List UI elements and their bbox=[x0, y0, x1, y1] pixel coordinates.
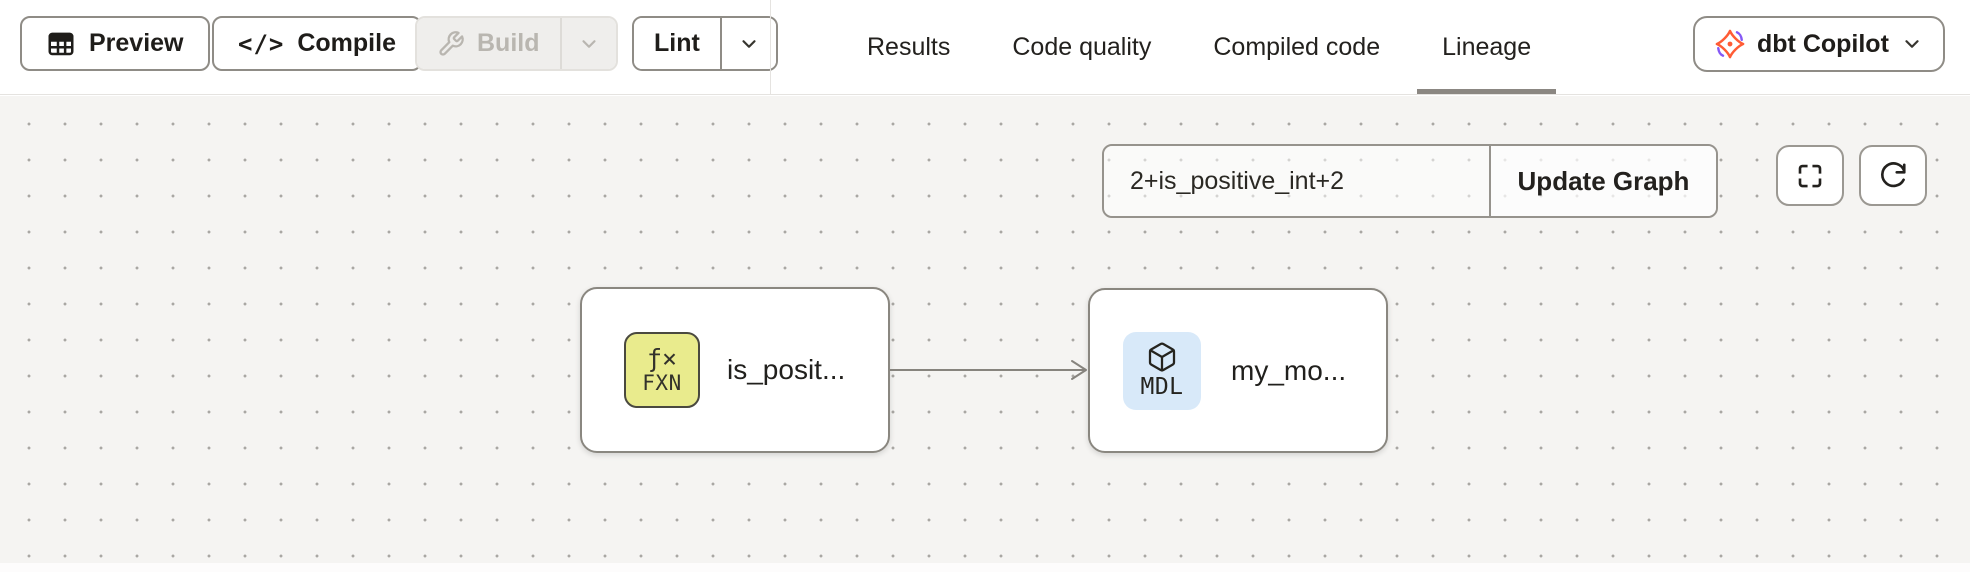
lineage-selector: Update Graph bbox=[1102, 144, 1718, 218]
compile-button[interactable]: </> Compile bbox=[212, 16, 422, 71]
refresh-button[interactable] bbox=[1859, 145, 1927, 206]
preview-button[interactable]: Preview bbox=[20, 16, 210, 71]
dbt-copilot-button[interactable]: dbt Copilot bbox=[1693, 16, 1945, 72]
cube-icon bbox=[1146, 341, 1178, 373]
function-badge-label: FXN bbox=[642, 371, 682, 396]
wrench-icon bbox=[437, 30, 465, 58]
canvas-bottom-fade bbox=[0, 563, 1970, 572]
lineage-node-function[interactable]: ƒ× FXN is_posit... bbox=[580, 287, 890, 453]
model-badge: MDL bbox=[1123, 331, 1201, 410]
chevron-down-icon bbox=[738, 33, 760, 55]
code-icon: </> bbox=[238, 29, 285, 58]
build-split-button: Build bbox=[415, 16, 618, 71]
lineage-edge-arrow bbox=[890, 360, 1087, 380]
node-label: is_posit... bbox=[727, 354, 846, 385]
tab-results[interactable]: Results bbox=[836, 0, 981, 94]
lint-split-button: Lint bbox=[632, 16, 778, 71]
fullscreen-button[interactable] bbox=[1776, 145, 1844, 206]
compile-button-label: Compile bbox=[297, 29, 396, 57]
lineage-canvas[interactable]: Update Graph ƒ× FXN is_posit... bbox=[0, 96, 1970, 572]
function-icon: ƒ× FXN bbox=[624, 332, 700, 408]
model-badge-label: MDL bbox=[1140, 374, 1184, 401]
lint-dropdown-button[interactable] bbox=[719, 18, 776, 69]
function-symbol: ƒ× bbox=[646, 343, 678, 373]
lint-button-label: Lint bbox=[654, 29, 700, 57]
build-dropdown-button[interactable] bbox=[559, 18, 616, 69]
dbt-logo-icon bbox=[1715, 29, 1745, 59]
tab-code-quality[interactable]: Code quality bbox=[981, 0, 1182, 94]
update-graph-button[interactable]: Update Graph bbox=[1489, 146, 1716, 216]
lineage-selector-input[interactable] bbox=[1104, 146, 1489, 216]
chevron-down-icon bbox=[578, 33, 600, 55]
build-button-label: Build bbox=[477, 29, 540, 57]
preview-button-label: Preview bbox=[89, 29, 184, 57]
header-divider bbox=[770, 0, 771, 94]
refresh-icon bbox=[1878, 161, 1908, 191]
tab-compiled-code[interactable]: Compiled code bbox=[1182, 0, 1411, 94]
result-tabs: Results Code quality Compiled code Linea… bbox=[836, 0, 1562, 94]
table-icon bbox=[46, 29, 76, 59]
lineage-node-model[interactable]: MDL my_mo... bbox=[1088, 288, 1388, 453]
tab-lineage[interactable]: Lineage bbox=[1411, 0, 1562, 94]
build-button[interactable]: Build bbox=[417, 18, 560, 69]
editor-header: Preview </> Compile Build Lint bbox=[0, 0, 1970, 95]
chevron-down-icon bbox=[1901, 33, 1923, 55]
dbt-copilot-label: dbt Copilot bbox=[1757, 29, 1889, 58]
lint-button[interactable]: Lint bbox=[634, 18, 720, 69]
fullscreen-icon bbox=[1795, 161, 1825, 191]
node-label: my_mo... bbox=[1231, 354, 1347, 386]
